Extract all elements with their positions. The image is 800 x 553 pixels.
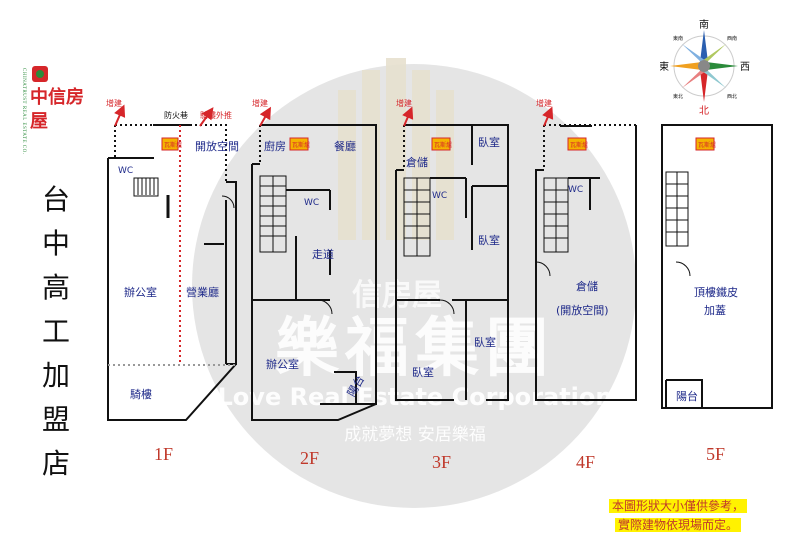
f3-stair-ext: 增建	[396, 98, 412, 108]
f1-stove: 瓦斯爐	[164, 141, 182, 149]
f4-stair-ext: 增建	[536, 98, 552, 108]
floor-5f-labels: 瓦斯爐 頂樓鐵皮 加蓋 陽台	[676, 141, 738, 403]
f1-arcade: 騎樓	[130, 387, 152, 401]
f4-storage: 倉儲	[576, 279, 598, 293]
f1-arcade-ext: 騎樓外推	[200, 110, 232, 120]
f5-roof-ext-2: 加蓋	[704, 304, 726, 317]
branch-name: 台中高工加盟店	[41, 183, 70, 480]
watermark-name-zh: 樂福集團	[275, 312, 555, 386]
floor-plan-2f	[251, 106, 377, 421]
f1-fire-lane: 防火巷	[164, 110, 188, 120]
floor-plan-3f	[395, 106, 509, 401]
watermark-name-en: Love Real Estate Corporation	[218, 383, 613, 411]
brand-company-zh: 中信房屋	[30, 87, 84, 132]
compass-needle-east-icon	[670, 62, 702, 70]
f3-stove: 瓦斯爐	[434, 141, 452, 149]
compass-needle-north-icon	[700, 70, 708, 102]
f3-wc: WC	[432, 191, 447, 201]
floor-1f-labels: 增建 防火巷 騎樓外推 瓦斯爐 開放空間 WC 辦公室 營業廳 騎樓	[106, 98, 239, 401]
floor-3f-labels: 增建 倉儲 瓦斯爐 臥室 WC 臥室 臥室 臥室	[396, 98, 500, 379]
compass-rose: 南 北 東 西 東南 西南 東北 西北	[660, 18, 750, 116]
brand-company-en: CHINATRUST REAL ESTATE CO.	[21, 68, 26, 155]
compass-northeast: 東北	[673, 93, 683, 100]
compass-northwest: 西北	[727, 93, 737, 100]
compass-south: 南	[699, 18, 709, 31]
floor-2f-labels: 增建 廚房 瓦斯爐 餐廳 WC 走道 辦公室 陽台	[252, 98, 367, 399]
compass-needle-west-icon	[706, 62, 738, 70]
f1-wc: WC	[118, 166, 133, 176]
watermark-disc	[192, 64, 636, 508]
floor-4f-labels: 增建 瓦斯爐 WC 倉儲 (開放空間)	[536, 98, 609, 317]
compass-east: 東	[660, 60, 669, 73]
f3-bedroom-1: 臥室	[478, 135, 500, 149]
floor-label-2f: 2F	[300, 448, 320, 468]
f5-roof-ext: 頂樓鐵皮	[694, 285, 738, 299]
f2-balcony: 陽台	[344, 373, 367, 399]
brand-logo-icon	[32, 66, 48, 82]
floor-label-1f: 1F	[154, 444, 174, 464]
floor-plan-4f	[535, 106, 637, 401]
watermark-building-icon	[338, 58, 454, 240]
compass-southwest: 西南	[727, 35, 737, 42]
floor-plan-1f	[107, 104, 237, 421]
watermark-slogan: 成就夢想 安居樂福	[344, 425, 485, 445]
f3-bedroom-3: 臥室	[474, 335, 496, 349]
f2-office: 辦公室	[266, 357, 299, 371]
floor-plan-5f	[661, 124, 773, 409]
compass-needle-south-icon	[700, 30, 708, 62]
compass-north: 北	[699, 105, 709, 116]
f3-storage: 倉儲	[406, 155, 428, 169]
floor-label-4f: 4F	[576, 452, 596, 472]
f2-corridor: 走道	[312, 247, 334, 261]
f5-stove: 瓦斯爐	[698, 141, 716, 149]
f2-wc: WC	[304, 198, 319, 208]
f4-wc: WC	[568, 185, 583, 195]
f3-bedroom-4: 臥室	[412, 365, 434, 379]
f2-kitchen: 廚房	[264, 139, 286, 153]
f3-bedroom-2: 臥室	[478, 233, 500, 247]
f1-office: 辦公室	[124, 285, 157, 299]
f2-stair-ext: 增建	[252, 98, 268, 108]
f1-business-hall: 營業廳	[186, 285, 219, 299]
f4-stove: 瓦斯爐	[570, 141, 588, 149]
f5-balcony: 陽台	[676, 389, 698, 403]
compass-west: 西	[740, 62, 750, 73]
f4-storage-note: (開放空間)	[556, 303, 609, 317]
disclaimer: 本圖形狀大小僅供參考， 實際建物依現場而定。	[568, 497, 788, 535]
floor-label-3f: 3F	[432, 452, 452, 472]
f1-open-space: 開放空間	[195, 139, 239, 153]
disclaimer-line-2: 實際建物依現場而定。	[614, 518, 741, 532]
disclaimer-line-1: 本圖形狀大小僅供參考，	[608, 499, 747, 513]
brand-block: CHINATRUST REAL ESTATE CO. 中信房屋	[18, 66, 84, 166]
f1-stair-ext: 增建	[106, 98, 122, 108]
compass-southeast: 東南	[673, 35, 683, 42]
f2-dining: 餐廳	[334, 139, 356, 153]
f2-stove: 瓦斯爐	[292, 141, 310, 149]
floor-label-5f: 5F	[706, 444, 726, 464]
